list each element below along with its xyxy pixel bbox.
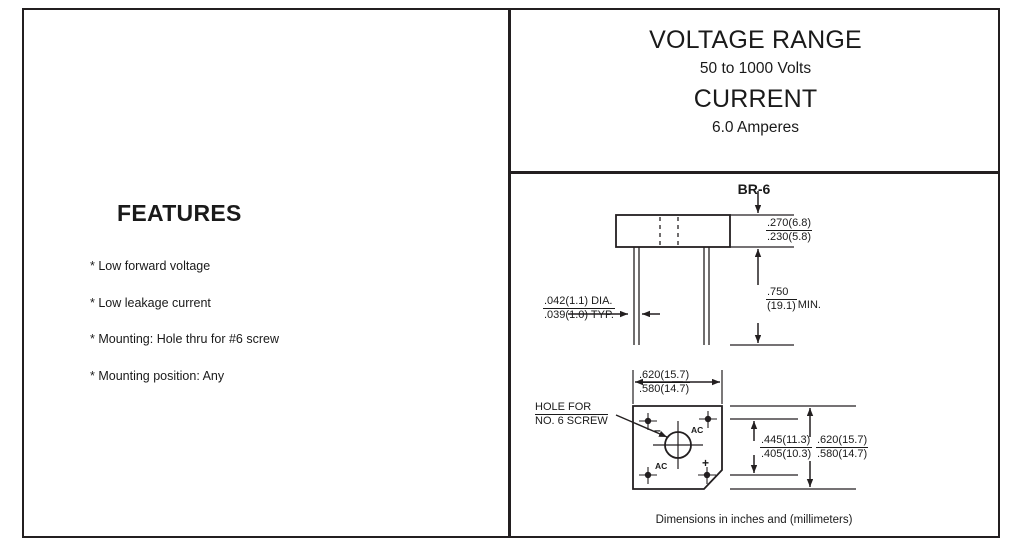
lead-dia-max: .042(1.1) DIA. xyxy=(543,295,615,309)
height-dim-min: .230(5.8) xyxy=(767,230,812,243)
bottom-view-outer-height-dimension: .620(15.7) .580(14.7) xyxy=(816,434,869,461)
package-title: BR-6 xyxy=(737,181,771,197)
width-dim-max: .620(15.7) xyxy=(638,369,691,383)
pin-plus-label: + xyxy=(702,456,710,470)
drawing-caption: Dimensions in inches and (millimeters) xyxy=(655,514,853,526)
lead-length-suffix: MIN. xyxy=(797,298,821,311)
side-view-height-dimension: .270(6.8) .230(5.8) xyxy=(766,217,813,244)
lead-length-dimension: .750 (19.1) MIN. xyxy=(766,286,821,313)
bottom-view-width-dimension: .620(15.7) .580(14.7) xyxy=(638,369,691,396)
lead-length-max: .750 xyxy=(766,286,797,300)
outer-height-max: .620(15.7) xyxy=(816,434,869,448)
vertical-divider xyxy=(508,8,511,538)
pin-ac-bottom-label: AC xyxy=(655,461,668,471)
features-panel: FEATURES * Low forward voltage * Low lea… xyxy=(22,8,508,538)
voltage-range-title: VOLTAGE RANGE xyxy=(649,26,862,54)
lead-dia-min: .039(1.0) TYP. xyxy=(544,308,614,321)
pin-ac-top-label: AC xyxy=(691,425,704,435)
ratings-panel: VOLTAGE RANGE 50 to 1000 Volts CURRENT 6… xyxy=(511,10,1000,171)
feature-item: * Low forward voltage xyxy=(90,259,211,273)
features-title: FEATURES xyxy=(117,200,242,226)
hole-callout-line1: HOLE FOR xyxy=(535,401,608,416)
hole-for-screw-callout: HOLE FOR NO. 6 SCREW xyxy=(535,401,608,428)
bottom-view-inner-height-dimension: .445(11.3) .405(10.3) xyxy=(760,434,813,461)
current-value: 6.0 Amperes xyxy=(711,118,800,136)
outer-frame xyxy=(22,8,1000,538)
feature-item: * Low leakage current xyxy=(90,295,211,310)
horizontal-divider xyxy=(508,171,1000,174)
inner-height-min: .405(10.3) xyxy=(761,447,812,460)
feature-item: * Mounting position: Any xyxy=(90,368,225,383)
width-dim-min: .580(14.7) xyxy=(639,382,690,395)
current-title: CURRENT xyxy=(693,84,818,113)
mechanical-drawing-panel: BR-6 xyxy=(508,173,1000,538)
lead-length-min: (19.1) xyxy=(767,299,796,312)
drawing-vector-art xyxy=(568,191,856,490)
pin-minus-label: – xyxy=(654,423,661,437)
feature-item: * Mounting: Hole thru for #6 screw xyxy=(90,332,279,346)
lead-diameter-dimension: .042(1.1) DIA. .039(1.0) TYP. xyxy=(543,295,615,322)
height-dim-max: .270(6.8) xyxy=(766,217,813,231)
features-list: * Low forward voltage * Low leakage curr… xyxy=(90,260,490,406)
voltage-range-value: 50 to 1000 Volts xyxy=(699,60,812,77)
inner-height-max: .445(11.3) xyxy=(760,434,813,448)
outer-height-min: .580(14.7) xyxy=(817,447,868,460)
hole-callout-line2: NO. 6 SCREW xyxy=(535,415,608,428)
